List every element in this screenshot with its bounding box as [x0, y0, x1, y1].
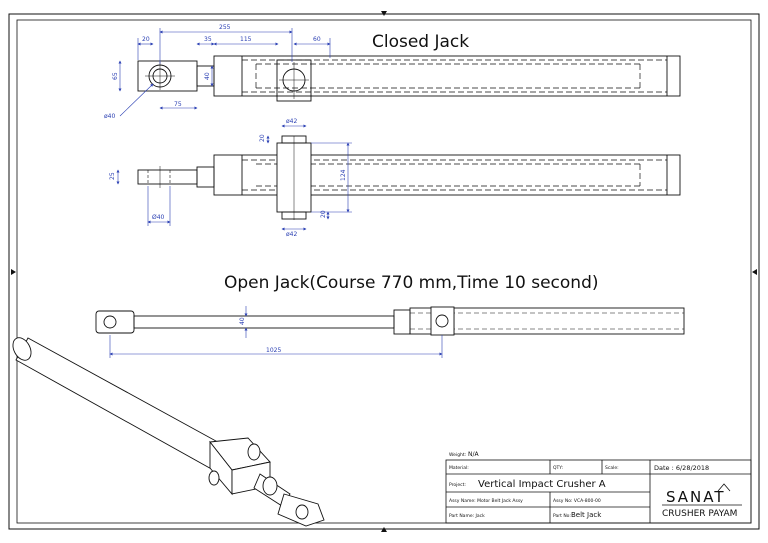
dim-40-eye: 40 — [204, 72, 211, 80]
project-label: Project: — [449, 482, 466, 488]
dim-25: 25 — [109, 172, 116, 180]
dim-20: 20 — [142, 36, 150, 43]
dim-20-bot: 20 — [320, 210, 327, 218]
closed-jack-title: Closed Jack — [372, 32, 469, 52]
part-no-label: Part No: — [553, 513, 571, 519]
dim-124: 124 — [340, 169, 347, 181]
project-value: Vertical Impact Crusher A — [478, 479, 606, 490]
dim-phi40-side: Ø40 — [152, 214, 165, 221]
qty-label: QTY: — [553, 465, 563, 471]
dim-35: 35 — [204, 36, 212, 43]
dim-65: 65 — [112, 72, 119, 80]
assy-no: Assy No: VCA-800-00 — [553, 498, 601, 504]
weight-value: N/A — [468, 451, 480, 458]
logo-text: SANAT — [666, 488, 726, 506]
sanat-logo: SANAT CRUSHER PAYAM — [662, 483, 742, 519]
sheet-border — [8, 11, 760, 532]
dim-255: 255 — [219, 24, 231, 31]
assy-name: Assy Name: Motor Belt Jack Assy — [449, 498, 523, 504]
company-name: CRUSHER PAYAM — [662, 509, 737, 519]
dim-40-open: 40 — [239, 317, 246, 325]
open-jack-title: Open Jack(Course 770 mm,Time 10 second) — [224, 273, 599, 293]
dim-115: 115 — [240, 36, 252, 43]
weight-label: Weight: — [449, 452, 466, 458]
part-no-value: Belt Jack — [571, 511, 602, 519]
isometric-view — [12, 337, 325, 527]
dim-60: 60 — [313, 36, 321, 43]
material-label: Material: — [449, 465, 469, 471]
dim-phi40-eye: ø40 — [104, 113, 115, 120]
open-jack-view — [95, 306, 685, 336]
closed-jack-side-dimensions — [116, 124, 352, 231]
dim-1025: 1025 — [266, 347, 281, 354]
title-block — [445, 459, 752, 524]
dim-75: 75 — [174, 101, 182, 108]
open-jack-dimensions — [109, 306, 443, 358]
closed-jack-top-view — [137, 55, 681, 102]
dim-phi42-top: ø42 — [286, 118, 297, 125]
closed-jack-top-dimensions — [118, 28, 331, 117]
dim-20-top: 20 — [259, 134, 266, 142]
part-name: Part Name: Jack — [449, 513, 485, 519]
closed-jack-side-view — [137, 135, 681, 220]
date-text: Date : 6/28/2018 — [654, 464, 709, 472]
dim-phi42-bot: ø42 — [286, 231, 297, 238]
scale-label: Scale: — [605, 465, 619, 471]
